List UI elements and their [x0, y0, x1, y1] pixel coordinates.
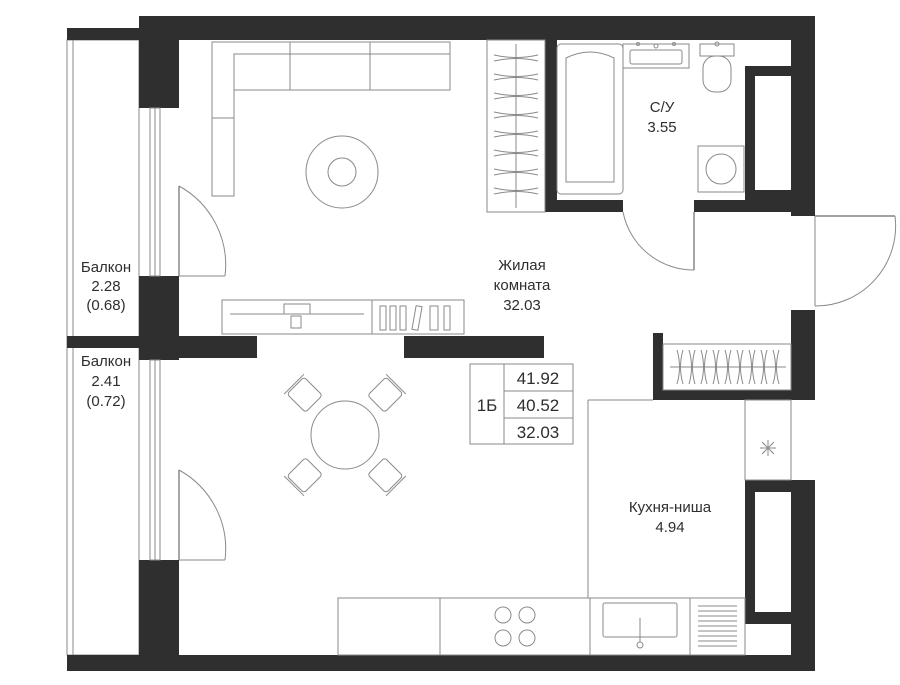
- dining-table: [310, 400, 380, 470]
- summary-box: [469, 363, 574, 445]
- burner-1: [494, 606, 512, 624]
- living-furniture: [211, 39, 546, 335]
- wall-left-2: [139, 276, 179, 336]
- tv-foot: [290, 315, 302, 329]
- wall-left-1: [139, 16, 179, 108]
- living-room-area: 32.03: [503, 297, 541, 314]
- chair-3-back: [283, 373, 305, 395]
- windows: [149, 107, 161, 561]
- washing-machine: [697, 145, 745, 193]
- sofa-back: [233, 53, 451, 91]
- book-1: [379, 305, 387, 331]
- living-total-area: 40.52: [517, 396, 560, 415]
- balcony-bottom-name: Балкон: [81, 353, 131, 370]
- stove-counter: [439, 597, 591, 656]
- coffee-table-inner: [327, 157, 357, 187]
- living-area: 32.03: [517, 423, 560, 442]
- door-entrance-swing: [814, 215, 897, 307]
- washbasin-tap: [653, 43, 659, 49]
- tap-knob-1: [636, 42, 640, 46]
- tv-stand: [221, 299, 373, 335]
- kitchen-fixtures: [337, 343, 792, 656]
- sink-tap-base: [636, 641, 644, 649]
- area-summary: 1Б 41.92 40.52 32.03: [469, 363, 574, 445]
- kitchen-area: 4.94: [655, 519, 684, 536]
- book-5: [429, 305, 439, 331]
- chair-3: [287, 377, 322, 412]
- balcony-top-reduced-area: (0.68): [86, 297, 125, 314]
- kitchen-name: Кухня-ниша: [629, 499, 712, 516]
- bathroom-fixtures: [556, 41, 745, 195]
- tv-base: [283, 303, 311, 315]
- living-room-name-2: комната: [494, 277, 551, 294]
- chair-2: [287, 458, 322, 493]
- dining-set: [283, 373, 407, 497]
- wall-left-3: [139, 336, 179, 360]
- balcony-bottom-reduced-area: (0.72): [86, 393, 125, 410]
- balcony-top-area: 2.28: [91, 278, 120, 295]
- living-room-name-1: Жилая: [498, 257, 545, 274]
- total-area: 41.92: [517, 369, 560, 388]
- coffee-table: [305, 135, 379, 209]
- bathroom-area: 3.55: [647, 119, 676, 136]
- toilet-flush: [714, 41, 720, 47]
- door-balcony-bottom-swing: [178, 469, 227, 561]
- wall-right-shaft2-top: [745, 480, 815, 492]
- tap-knob-2: [672, 42, 676, 46]
- walls: [139, 16, 815, 671]
- wall-right-1: [791, 16, 815, 68]
- balcony-top-wall: [67, 28, 139, 40]
- wall-bath-bottom-1: [545, 200, 623, 212]
- doors: [178, 185, 897, 561]
- counter-left: [337, 597, 441, 656]
- wall-right-shaft-left: [745, 66, 755, 206]
- bathtub-inner: [565, 51, 615, 183]
- wall-left-4: [139, 560, 179, 671]
- wall-niche-bottom: [653, 390, 815, 400]
- washing-machine-drum: [705, 153, 737, 185]
- toilet-bowl: [702, 55, 732, 93]
- wall-niche-left: [653, 333, 663, 400]
- wall-top: [139, 16, 815, 40]
- room-labels: Балкон 2.28 (0.68) Балкон 2.41 (0.72) Жи…: [81, 99, 712, 536]
- wardrobe-hangers: [493, 44, 539, 208]
- apartment-type: 1Б: [477, 396, 498, 415]
- chair-4: [368, 458, 403, 493]
- door-balcony-top-swing: [178, 185, 227, 277]
- balcony-divider-wall: [67, 336, 139, 348]
- balcony-top-name: Балкон: [81, 259, 131, 276]
- ventilation-star-icon: [760, 440, 776, 456]
- chair-1: [368, 377, 403, 412]
- bathroom-name: С/У: [650, 99, 675, 116]
- wall-bottom: [139, 655, 815, 671]
- burner-3: [494, 629, 512, 647]
- bathtub: [556, 43, 624, 195]
- book-6: [443, 305, 451, 331]
- chair-4-back: [385, 475, 407, 497]
- dishwasher-grille: [698, 605, 737, 647]
- book-3: [399, 305, 407, 331]
- burner-4: [518, 629, 536, 647]
- wall-bath-left: [545, 40, 557, 212]
- wall-right-4: [791, 480, 815, 671]
- chair-2-back: [283, 475, 305, 497]
- wall-bath-corner: [745, 190, 815, 212]
- door-bathroom-swing: [622, 211, 695, 271]
- washbasin-bowl: [629, 49, 683, 65]
- wall-partition: [404, 336, 544, 358]
- balconies: [66, 28, 140, 671]
- burner-2: [518, 606, 536, 624]
- wall-right-shaft2-bottom: [745, 612, 815, 624]
- chair-1-back: [385, 373, 407, 395]
- wall-right-shaft2-left: [745, 480, 755, 615]
- book-2: [389, 305, 397, 331]
- wall-right-shaft-top: [745, 66, 815, 76]
- balcony-bottom-area: 2.41: [91, 373, 120, 390]
- book-4: [411, 305, 423, 331]
- balcony-bottom-wall: [67, 655, 139, 671]
- wall-right-3: [791, 310, 815, 400]
- entrance-wardrobe-hangers: [670, 349, 786, 385]
